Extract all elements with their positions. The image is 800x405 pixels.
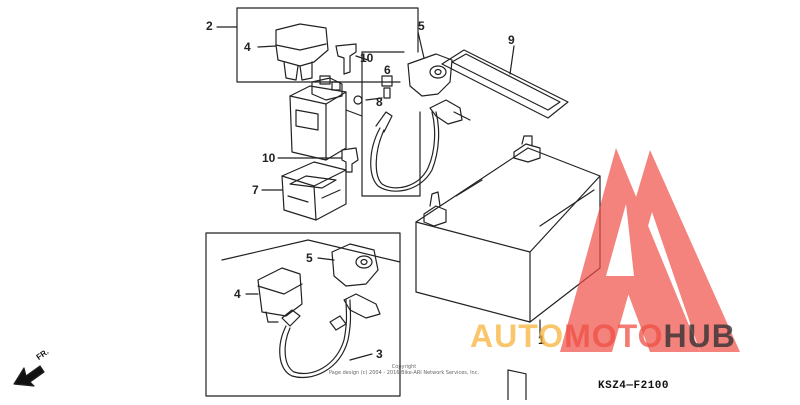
terminal-cover-lower [245,267,303,323]
terminal-cap-top [407,31,453,97]
callout-4-top: 4 [244,40,251,54]
watermark-auto: AUTO [470,318,565,354]
callout-6: 6 [384,63,391,77]
callout-10-lower: 10 [262,151,276,165]
watermark-hub: HUB [663,318,736,354]
cable-group-outline [361,51,421,197]
callout-10-top: 10 [360,51,374,65]
callout-5-top: 5 [418,19,425,33]
terminal-cover-top [257,23,329,81]
front-arrow [13,365,45,387]
relay-group-outline [216,7,419,83]
callout-3: 3 [376,347,383,361]
diagram-code: KSZ4—F2100 [598,380,670,392]
callout-4-lower: 4 [234,287,241,301]
callout-1: 1 [538,333,545,347]
fuse-lower [277,147,359,173]
battery [415,135,601,405]
battery-strap [441,45,569,119]
watermark-moto: MOTO [564,318,664,354]
watermark-triangle [560,148,740,352]
bolt-nut-top [365,75,393,101]
callout-9: 9 [508,33,515,47]
callout-8: 8 [376,95,383,109]
fuse-box-cover [261,161,347,221]
watermark-logo-text: AUTOMOTOHUB [470,318,736,354]
starter-relay [289,75,363,161]
inset-box [205,232,401,397]
battery-cable-lower [279,293,381,379]
copyright-line-2: Page design (c) 2004 - 2016 Bike-ARI Net… [328,370,480,376]
battery-cable-top [370,99,471,192]
callout-7: 7 [252,183,259,197]
callout-5-lower: 5 [306,251,313,265]
terminal-cap-lower [317,243,379,287]
copyright-line-1: Copyright [391,364,417,370]
callout-2: 2 [206,19,213,33]
copyright-notice: Copyright Page design (c) 2004 - 2016 Bi… [314,364,494,376]
